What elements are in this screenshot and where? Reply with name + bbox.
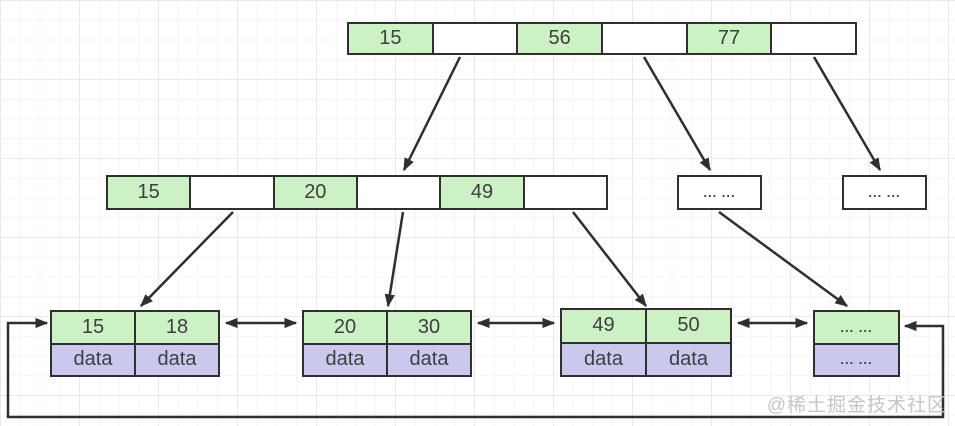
leaf-key-row: 20 30: [304, 312, 470, 343]
leaf-data-cell: data: [304, 344, 386, 375]
leaf-data-row: data data: [52, 342, 218, 375]
leaf-node-4: ... ... ... ...: [813, 310, 900, 377]
leaf-key-cell: 50: [645, 310, 730, 342]
leaf-key-ellipsis-cell: ... ...: [815, 312, 898, 343]
watermark: @稀土掘金技术社区: [766, 395, 947, 416]
internal-pointer-cell: [522, 177, 606, 208]
internal-ellipsis-node-2: ... ...: [842, 175, 927, 210]
root-node: 15 56 77: [347, 22, 857, 55]
arrow-internal-to-leaf-1: [140, 211, 234, 307]
leaf-data-cell: data: [134, 344, 218, 375]
leaf-data-row: ... ...: [815, 342, 898, 375]
leaf-key-row: 49 50: [562, 310, 730, 342]
leaf-data-row: data data: [304, 342, 470, 375]
leaf-key-row: 15 18: [52, 312, 218, 343]
ellipsis-cell: ... ...: [868, 185, 901, 200]
leaf-key-cell: 49: [562, 310, 645, 342]
leaf-data-cell: data: [645, 343, 730, 375]
leaf-data-cell: data: [52, 344, 134, 375]
root-key-cell: 56: [516, 24, 602, 53]
leaf-key-cell: 18: [134, 312, 218, 343]
internal-pointer-cell: [189, 177, 273, 208]
leaf-key-row: ... ...: [815, 312, 898, 343]
leaf-data-cell: data: [386, 344, 470, 375]
internal-ellipsis-node-1: ... ...: [677, 175, 762, 210]
leaf-node-2: 20 30 data data: [302, 310, 472, 377]
internal-node: 15 20 49: [106, 175, 608, 210]
leaf-node-3: 49 50 data data: [560, 308, 732, 377]
internal-key-cell: 20: [272, 177, 356, 208]
leaf-key-cell: 30: [386, 312, 470, 343]
root-pointer-cell: [770, 24, 856, 53]
leaf-node-1: 15 18 data data: [50, 310, 220, 377]
root-key-cell: 15: [349, 24, 432, 53]
root-pointer-cell: [431, 24, 517, 53]
leaf-data-cell: data: [562, 343, 645, 375]
arrow-root-to-internal-more-1: [642, 56, 712, 172]
arrow-root-to-internal-more-2: [812, 56, 882, 172]
leaf-data-row: data data: [562, 341, 730, 375]
internal-key-cell: 15: [108, 177, 190, 208]
root-key-cell: 77: [685, 24, 771, 53]
leaf-data-ellipsis-cell: ... ...: [815, 344, 898, 375]
internal-pointer-cell: [355, 177, 440, 208]
arrow-root-to-internal: [402, 56, 462, 172]
internal-key-cell: 49: [439, 177, 523, 208]
leaf-key-cell: 15: [52, 312, 134, 343]
arrow-internal-more-to-leaf-4: [718, 210, 849, 308]
root-pointer-cell: [601, 24, 686, 53]
ellipsis-cell: ... ...: [703, 185, 736, 200]
leaf-key-cell: 20: [304, 312, 386, 343]
arrow-internal-to-leaf-2: [384, 211, 405, 308]
arrow-internal-to-leaf-3: [572, 211, 647, 308]
